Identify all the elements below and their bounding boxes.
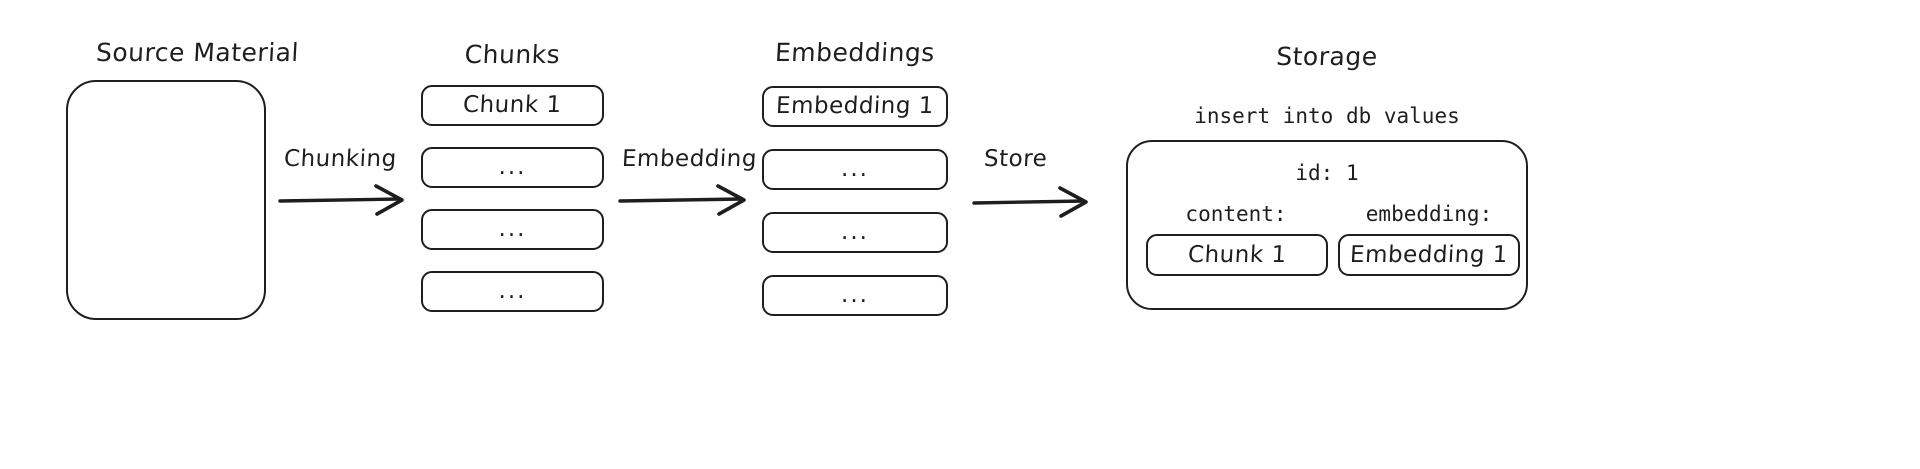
storage-record-box[interactable]: id: 1 content: embedding: Chunk 1 Embedd… — [1126, 140, 1528, 310]
chunks-header: Chunks — [463, 40, 562, 69]
arrow-chunking-glyph — [278, 184, 404, 216]
arrow-store-label: Store — [983, 146, 1048, 172]
arrow-embedding-glyph — [618, 184, 746, 216]
chunk-item-2[interactable]: ... — [421, 147, 604, 188]
arrow-chunking-label: Chunking — [283, 146, 398, 172]
chunk-item-4[interactable]: ... — [421, 271, 604, 312]
embedding-item-1[interactable]: Embedding 1 — [762, 86, 948, 127]
embedding-item-2[interactable]: ... — [762, 149, 948, 190]
arrow-store-glyph — [972, 186, 1088, 218]
embedding-item-2-label: ... — [841, 156, 869, 182]
storage-embedding-label: embedding: — [1365, 202, 1493, 226]
chunk-item-3-label: ... — [498, 216, 527, 242]
chunk-item-3[interactable]: ... — [421, 209, 604, 250]
arrow-chunking: Chunking — [278, 146, 418, 225]
source-material-box[interactable] — [66, 80, 266, 320]
embeddings-header: Embeddings — [774, 38, 936, 67]
chunk-item-2-label: ... — [498, 154, 527, 180]
storage-content-value: Chunk 1 — [1187, 241, 1287, 268]
storage-record-id: id: 1 — [1295, 161, 1359, 185]
embedding-item-4-label: ... — [841, 282, 869, 308]
embedding-item-4[interactable]: ... — [762, 275, 948, 316]
embedding-item-3[interactable]: ... — [762, 212, 948, 253]
chunk-item-1[interactable]: Chunk 1 — [421, 85, 604, 126]
storage-insert-caption: insert into db values — [1194, 104, 1460, 128]
arrow-embedding: Embedding — [618, 146, 763, 225]
storage-content-value-box[interactable]: Chunk 1 — [1146, 234, 1328, 276]
storage-header: Storage — [1275, 42, 1379, 71]
storage-content-label: content: — [1185, 202, 1287, 226]
embedding-item-1-label: Embedding 1 — [775, 93, 935, 119]
arrow-embedding-label: Embedding — [621, 146, 758, 172]
source-material-header: Source Material — [95, 38, 300, 67]
chunk-item-1-label: Chunk 1 — [462, 92, 563, 118]
storage-embedding-value-box[interactable]: Embedding 1 — [1338, 234, 1520, 276]
storage-embedding-value: Embedding 1 — [1349, 241, 1509, 268]
chunk-item-4-label: ... — [498, 278, 527, 304]
embedding-item-3-label: ... — [841, 219, 869, 245]
arrow-store: Store — [972, 146, 1102, 225]
